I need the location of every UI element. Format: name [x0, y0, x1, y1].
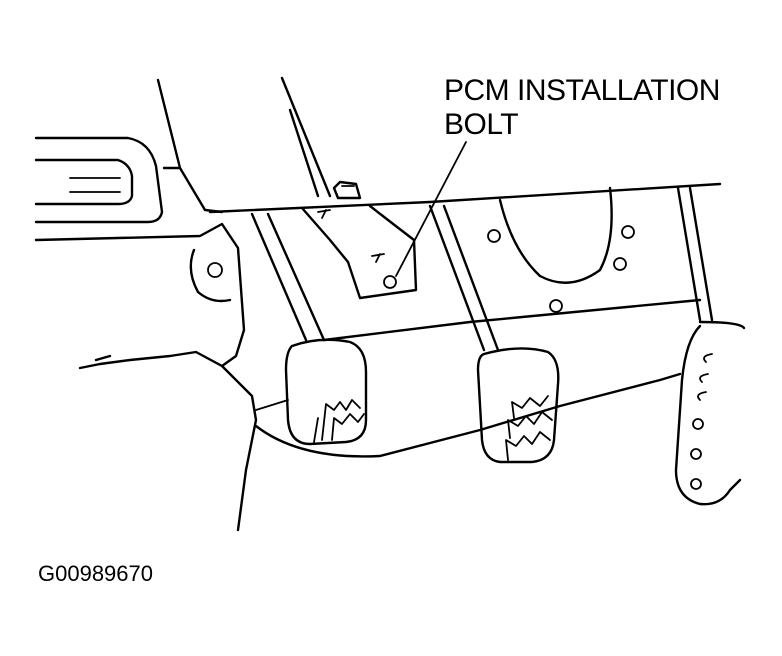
accelerator-pedal-pad	[476, 347, 560, 464]
left-dash-vent	[34, 136, 164, 224]
pcm-bracket	[300, 204, 418, 300]
kick-panel-bolt-icon	[207, 262, 223, 278]
figure-code: G00989670	[38, 561, 153, 586]
pcm-bolt-icon	[383, 275, 397, 289]
callout-line-2: BOLT	[444, 108, 519, 141]
accelerator-arm	[428, 204, 500, 352]
footwell-panel	[322, 186, 702, 342]
dead-pedal-bump-icon	[690, 478, 702, 490]
pcm-callout-label: PCM INSTALLATION BOLT	[444, 74, 720, 142]
steering-column	[280, 76, 362, 200]
floor-step	[255, 399, 289, 411]
callout-line-1: PCM INSTALLATION	[444, 74, 720, 107]
brake-pedal-pad	[284, 338, 368, 446]
floor-edge	[254, 372, 682, 458]
panel-hole-icon	[613, 257, 627, 271]
dash-lower-edge	[208, 182, 722, 214]
dead-pedal	[674, 324, 742, 506]
dead-pedal-bump-icon	[690, 448, 702, 460]
left-kick-panel	[34, 78, 258, 532]
right-pillar	[676, 186, 746, 330]
brake-pedal-arm	[250, 212, 326, 342]
panel-hole-icon	[621, 225, 635, 239]
panel-hole-icon	[549, 299, 563, 313]
dead-pedal-bump-icon	[692, 418, 704, 430]
panel-hole-icon	[487, 229, 501, 243]
